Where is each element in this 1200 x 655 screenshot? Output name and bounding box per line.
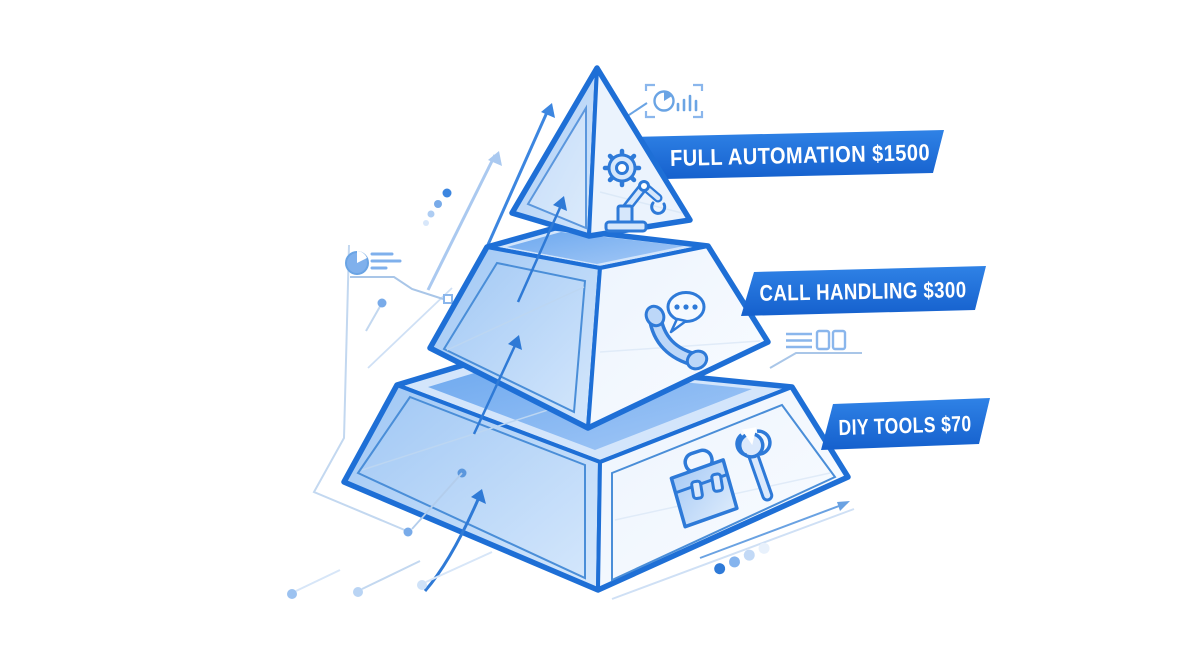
banner-diy-tools-label: DIY TOOLS $70 — [838, 411, 972, 440]
circuit-lines-bottom — [287, 501, 855, 600]
banner-diy-tools: DIY TOOLS $70 — [821, 398, 990, 450]
circuit-lines-left — [312, 244, 453, 537]
fading-dots-bottom — [714, 542, 770, 575]
list-fields-icon — [769, 329, 862, 369]
banner-call-handling-label: CALL HANDLING $300 — [759, 277, 966, 306]
growth-arrows-pyramid — [423, 196, 567, 592]
toolbox-wrench-icon — [669, 427, 774, 529]
banner-full-automation: FULL AUTOMATION $1500 — [621, 130, 944, 180]
banner-full-automation-label: FULL AUTOMATION $1500 — [670, 139, 931, 171]
robot-arm-icon — [602, 148, 667, 233]
pyramid-tier-middle — [427, 225, 771, 431]
pyramid-tier-top — [509, 65, 693, 239]
analytics-brackets-icon — [610, 83, 704, 129]
banner-call-handling: CALL HANDLING $300 — [741, 266, 986, 316]
phone-chat-icon — [644, 291, 709, 371]
pie-report-icon — [345, 251, 453, 304]
fading-dots-topleft — [423, 188, 452, 226]
